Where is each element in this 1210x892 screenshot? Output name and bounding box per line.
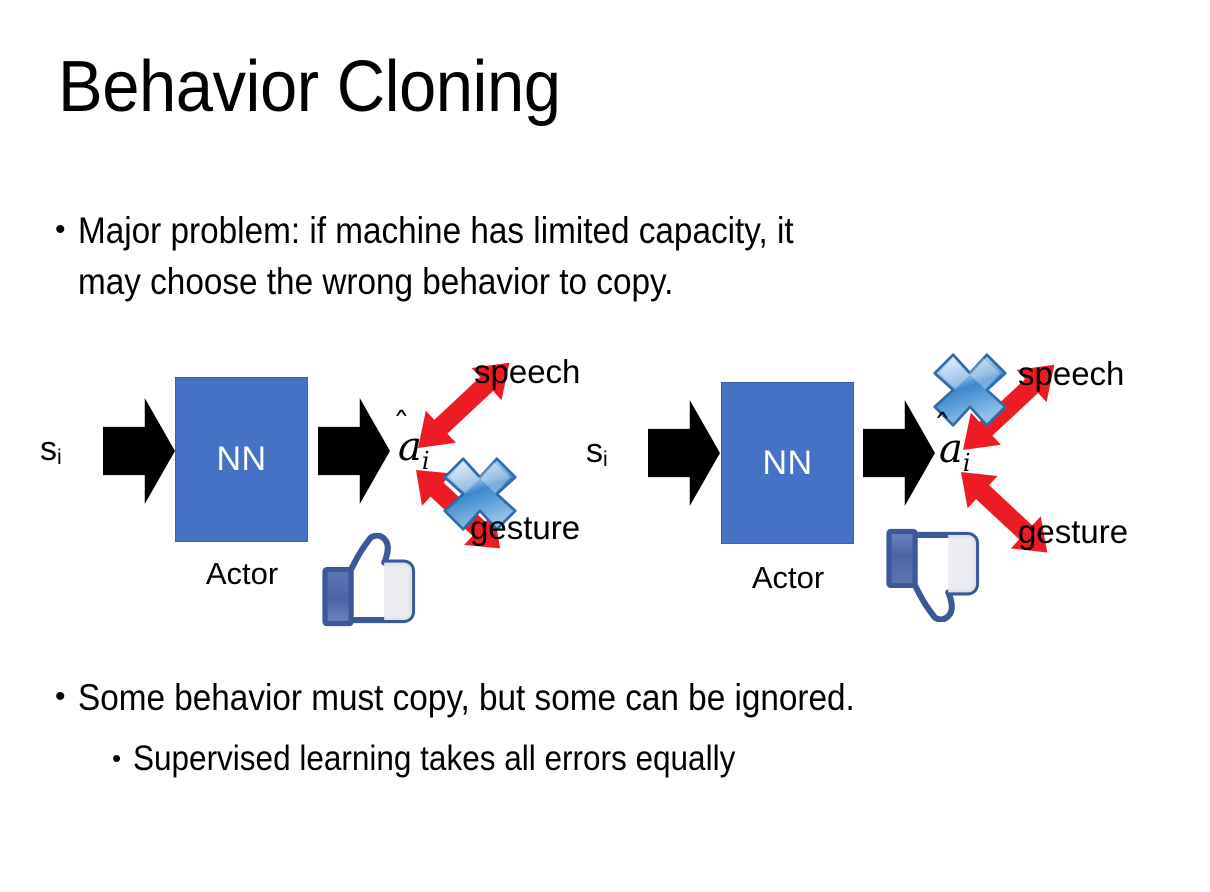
page-title: Behavior Cloning: [58, 47, 561, 127]
thumbs-up-icon: [325, 536, 412, 624]
nn-box-label: NN: [216, 440, 267, 478]
branch-label-speech-right: speech: [1018, 355, 1125, 392]
nn-box-label: NN: [762, 443, 813, 482]
branch-label-speech-left: speech: [474, 353, 581, 390]
nn-box-left: NN: [175, 377, 308, 542]
actor-label-left: Actor: [205, 556, 279, 591]
output-action-label-right: ̂ ai: [939, 426, 971, 477]
output-action-label-left: ̂ ai: [398, 424, 430, 475]
bullet-item-major-problem: • Major problem: if machine has limited …: [55, 205, 1175, 307]
bullet-text: Supervised learning takes all errors equ…: [133, 739, 736, 778]
branch-label-gesture-right: gesture: [1018, 513, 1129, 550]
input-state-label-right: si: [586, 432, 608, 471]
cross-out-icon-speech-right: [933, 353, 1007, 427]
bullet-marker: •: [55, 680, 66, 713]
bullet-item-supervised-learning: • Supervised learning takes all errors e…: [112, 735, 1210, 783]
actor-label-right: Actor: [751, 560, 825, 595]
input-arrow-left: [103, 398, 175, 504]
thumbs-down-icon: [889, 531, 976, 619]
bullet-text: Major problem: if machine has limited ca…: [77, 210, 794, 303]
output-arrow-left: [318, 398, 390, 504]
input-arrow-right: [648, 400, 720, 506]
output-arrow-right: [863, 400, 935, 506]
bullet-marker: •: [55, 213, 66, 246]
input-state-label-left: si: [40, 430, 62, 469]
branch-label-gesture-left: gesture: [470, 509, 581, 546]
bullet-item-some-behavior: • Some behavior must copy, but some can …: [55, 672, 1195, 723]
bullet-marker: •: [112, 743, 122, 773]
nn-box-right: NN: [721, 382, 854, 544]
bullet-text: Some behavior must copy, but some can be…: [77, 677, 855, 718]
